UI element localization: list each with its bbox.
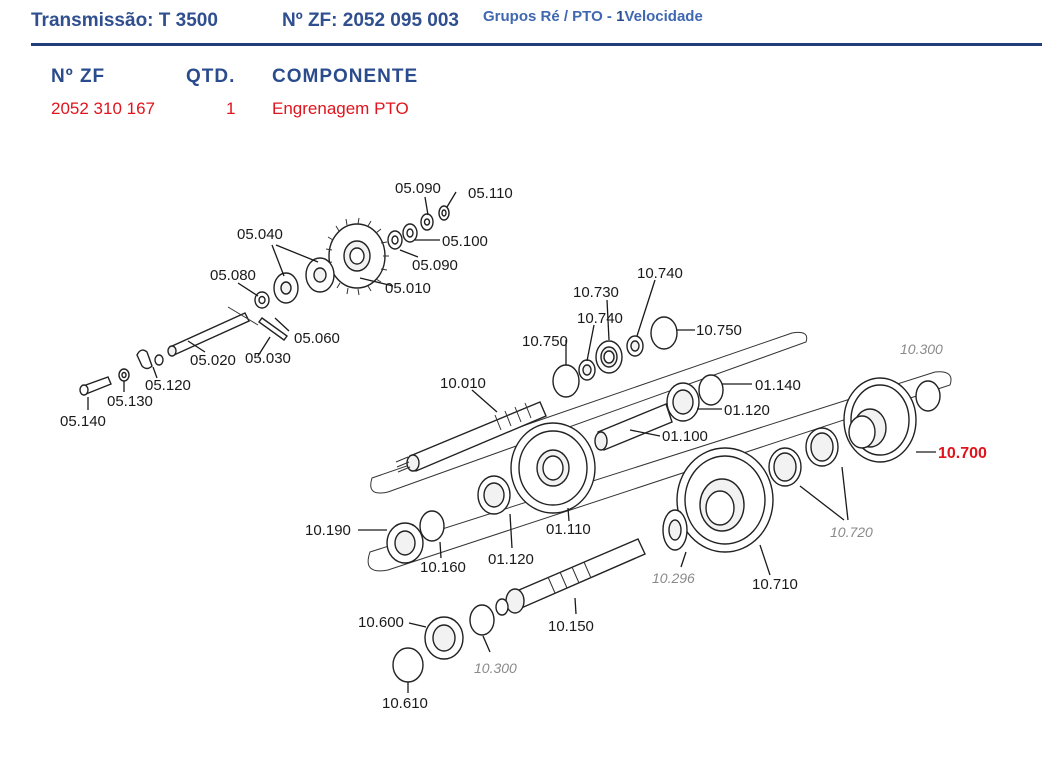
label-05100: 05.100 [442,233,488,250]
label-10730: 10.730 [573,284,619,301]
pto-gear-10700[interactable] [843,377,917,463]
label-01100: 01.100 [662,428,708,445]
washer-10740-right[interactable] [626,335,644,357]
label-01120-upper: 01.120 [724,402,770,419]
label-05110: 05.110 [468,185,513,202]
label-05140: 05.140 [60,413,106,430]
column-header-zf: Nº ZF [51,66,106,87]
label-10720: 10.720 [830,524,873,540]
label-10710: 10.710 [752,576,798,593]
bearing-10600[interactable] [424,616,464,660]
label-05060: 05.060 [294,330,340,347]
idler-shaft-05020[interactable] [167,306,259,357]
column-header-component: COMPONENTE [272,66,419,87]
assembly-outline-upper [370,331,808,494]
label-05030: 05.030 [245,350,291,367]
label-05120: 05.120 [145,377,191,394]
label-10700: 10.700 [938,445,987,462]
label-10300-lower: 10.300 [474,660,517,676]
label-05020: 05.020 [190,352,236,369]
washer-10740-left[interactable] [578,359,596,381]
gear-10710[interactable] [676,447,774,553]
header-divider [31,43,1042,46]
main-shaft-10010[interactable] [395,401,547,473]
row-quantity: 1 [226,99,236,118]
label-01120-lower: 01.120 [488,551,534,568]
group-title: Grupos Ré / PTO - 1Velocidade [483,8,703,25]
label-10750-left: 10.750 [522,333,568,350]
bearing-01120-lower[interactable] [477,475,511,515]
snap-ring-01140[interactable] [698,374,724,406]
snap-ring-10610[interactable] [392,647,424,683]
label-10740-top: 10.740 [637,265,683,282]
bearing-10730[interactable] [595,340,623,374]
output-shaft-10150[interactable] [495,538,646,616]
bearing-10190[interactable] [386,522,424,564]
idler-gear-05040[interactable] [273,257,335,304]
label-05090-top: 05.090 [395,180,441,197]
label-10160: 10.160 [420,559,466,576]
label-10300-upper: 10.300 [900,341,943,357]
assembly-outline-middle [367,371,952,572]
snap-ring-10300-lower[interactable] [469,604,495,636]
label-05010: 05.010 [385,280,431,297]
row-component: Engrenagem PTO [272,99,409,118]
bearing-01120-upper[interactable] [666,382,700,422]
row-zf-number: 2052 310 167 [51,99,155,118]
group-title-suffix: Velocidade [624,8,703,25]
label-10610: 10.610 [382,695,428,712]
sleeve-01100[interactable] [594,403,673,451]
label-10150: 10.150 [548,618,594,635]
transmission-title: Transmissão: T 3500 [31,10,218,31]
group-title-number: 1 [616,8,625,25]
gear-01110[interactable] [510,422,596,514]
snap-ring-10160[interactable] [419,510,445,542]
needle-bearings-10720[interactable] [768,427,839,487]
pin-05030[interactable] [258,317,288,341]
label-10296: 10.296 [652,570,695,586]
label-05090-bottom: 05.090 [412,257,458,274]
label-01140: 01.140 [755,377,801,394]
label-05040: 05.040 [237,226,283,243]
label-10010: 10.010 [440,375,486,392]
bolt-group-05120-05140[interactable] [79,349,164,396]
label-05080: 05.080 [210,267,256,284]
thrust-washer-10296[interactable] [662,509,688,551]
snap-ring-10750-left[interactable] [552,364,580,398]
label-10740-mid: 10.740 [577,310,623,327]
label-01110: 01.110 [546,521,591,538]
label-10750-right: 10.750 [696,322,742,339]
group-title-prefix: Grupos Ré / PTO - [483,8,617,25]
snap-ring-10750-right[interactable] [650,316,678,350]
part-labels: 05.090 05.110 05.040 05.100 05.090 05.08… [60,180,987,712]
washer-05080[interactable] [254,291,270,309]
washers-05090-05100-05110[interactable] [387,205,450,250]
column-header-qty: QTD. [186,66,236,87]
label-10190: 10.190 [305,522,351,539]
idler-gear-05010[interactable] [325,217,389,296]
page-header: Transmissão: T 3500 Nº ZF: 2052 095 003 … [0,0,1042,48]
snap-ring-10300-upper[interactable] [915,380,941,412]
zf-number-title: Nº ZF: 2052 095 003 [282,10,459,31]
label-05130: 05.130 [107,393,153,410]
label-10600: 10.600 [358,614,404,631]
leader-lines [87,191,936,693]
